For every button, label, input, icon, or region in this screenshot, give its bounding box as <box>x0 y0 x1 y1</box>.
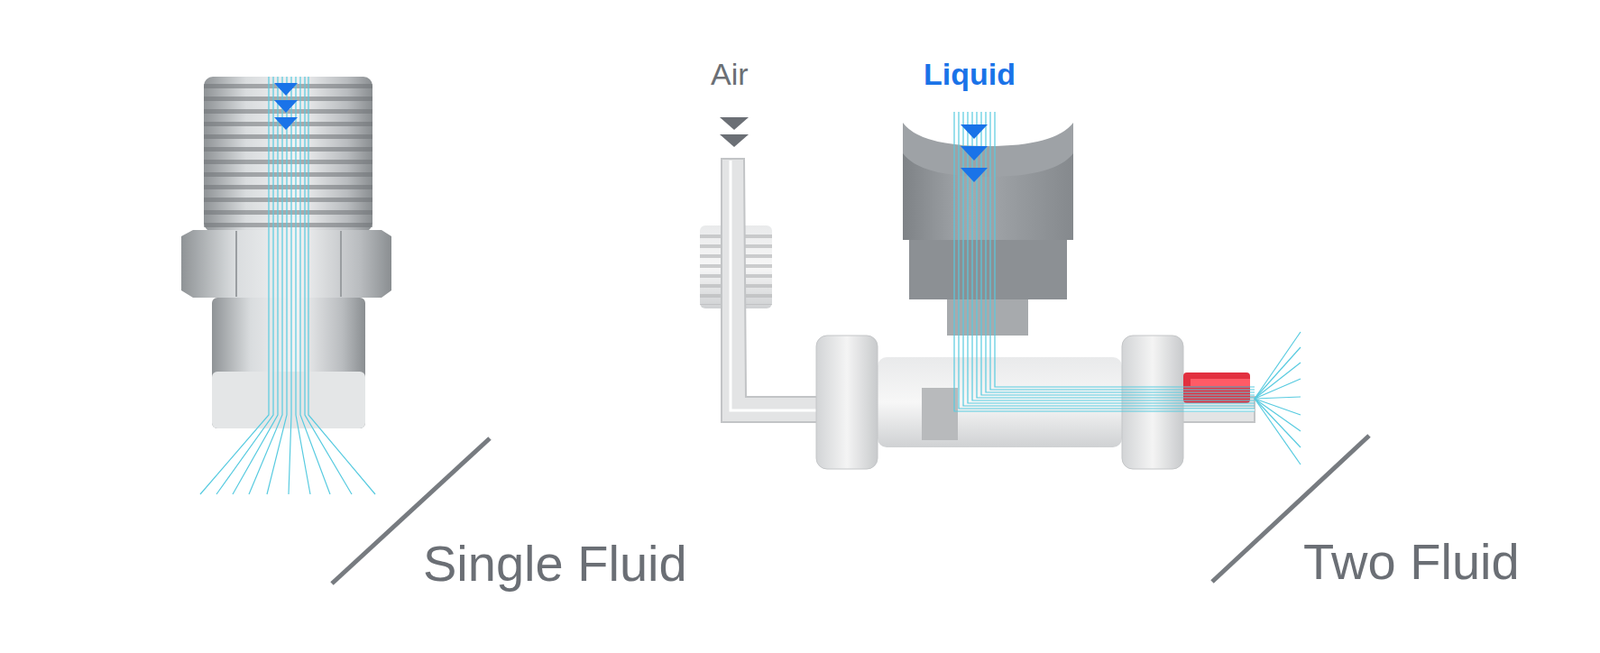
two-fluid-body <box>816 122 1251 469</box>
flow-arrow <box>274 82 298 130</box>
caption-label: Single Fluid <box>422 535 688 592</box>
inlet-label: Air <box>710 57 749 92</box>
air-arrow <box>719 117 749 148</box>
inlet-label: Liquid <box>923 57 1016 92</box>
single-fluid-flow <box>200 76 376 495</box>
caption-label: Two Fluid <box>1303 533 1520 590</box>
two-fluid-flow <box>954 111 1301 465</box>
flow-arrow <box>960 124 988 183</box>
